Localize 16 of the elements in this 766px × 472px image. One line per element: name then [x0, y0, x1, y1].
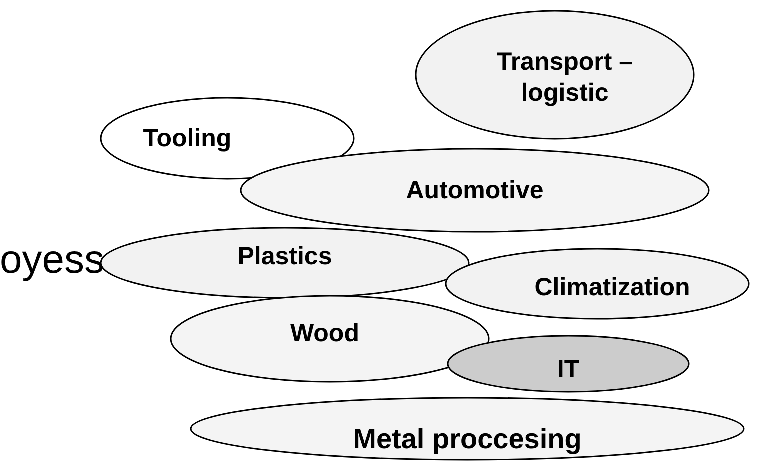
node-label: Plastics	[236, 242, 334, 273]
node-label: Tooling	[142, 123, 233, 154]
ellipse-node	[447, 335, 690, 393]
ellipse-node	[240, 148, 710, 233]
ellipse-node	[415, 10, 695, 140]
ellipse-node	[445, 248, 750, 320]
partial-text: oyess	[0, 238, 104, 283]
ellipse-node	[100, 97, 355, 180]
ellipse-node	[190, 397, 745, 461]
node-label: Metal proccesing	[352, 424, 583, 455]
node-label: Transport – logistic	[496, 46, 634, 109]
node-label: Climatization	[534, 272, 692, 304]
node-label: IT	[556, 354, 581, 386]
ellipse-node	[170, 295, 490, 383]
node-label: Automotive	[405, 175, 545, 206]
node-label: Wood	[290, 318, 360, 350]
